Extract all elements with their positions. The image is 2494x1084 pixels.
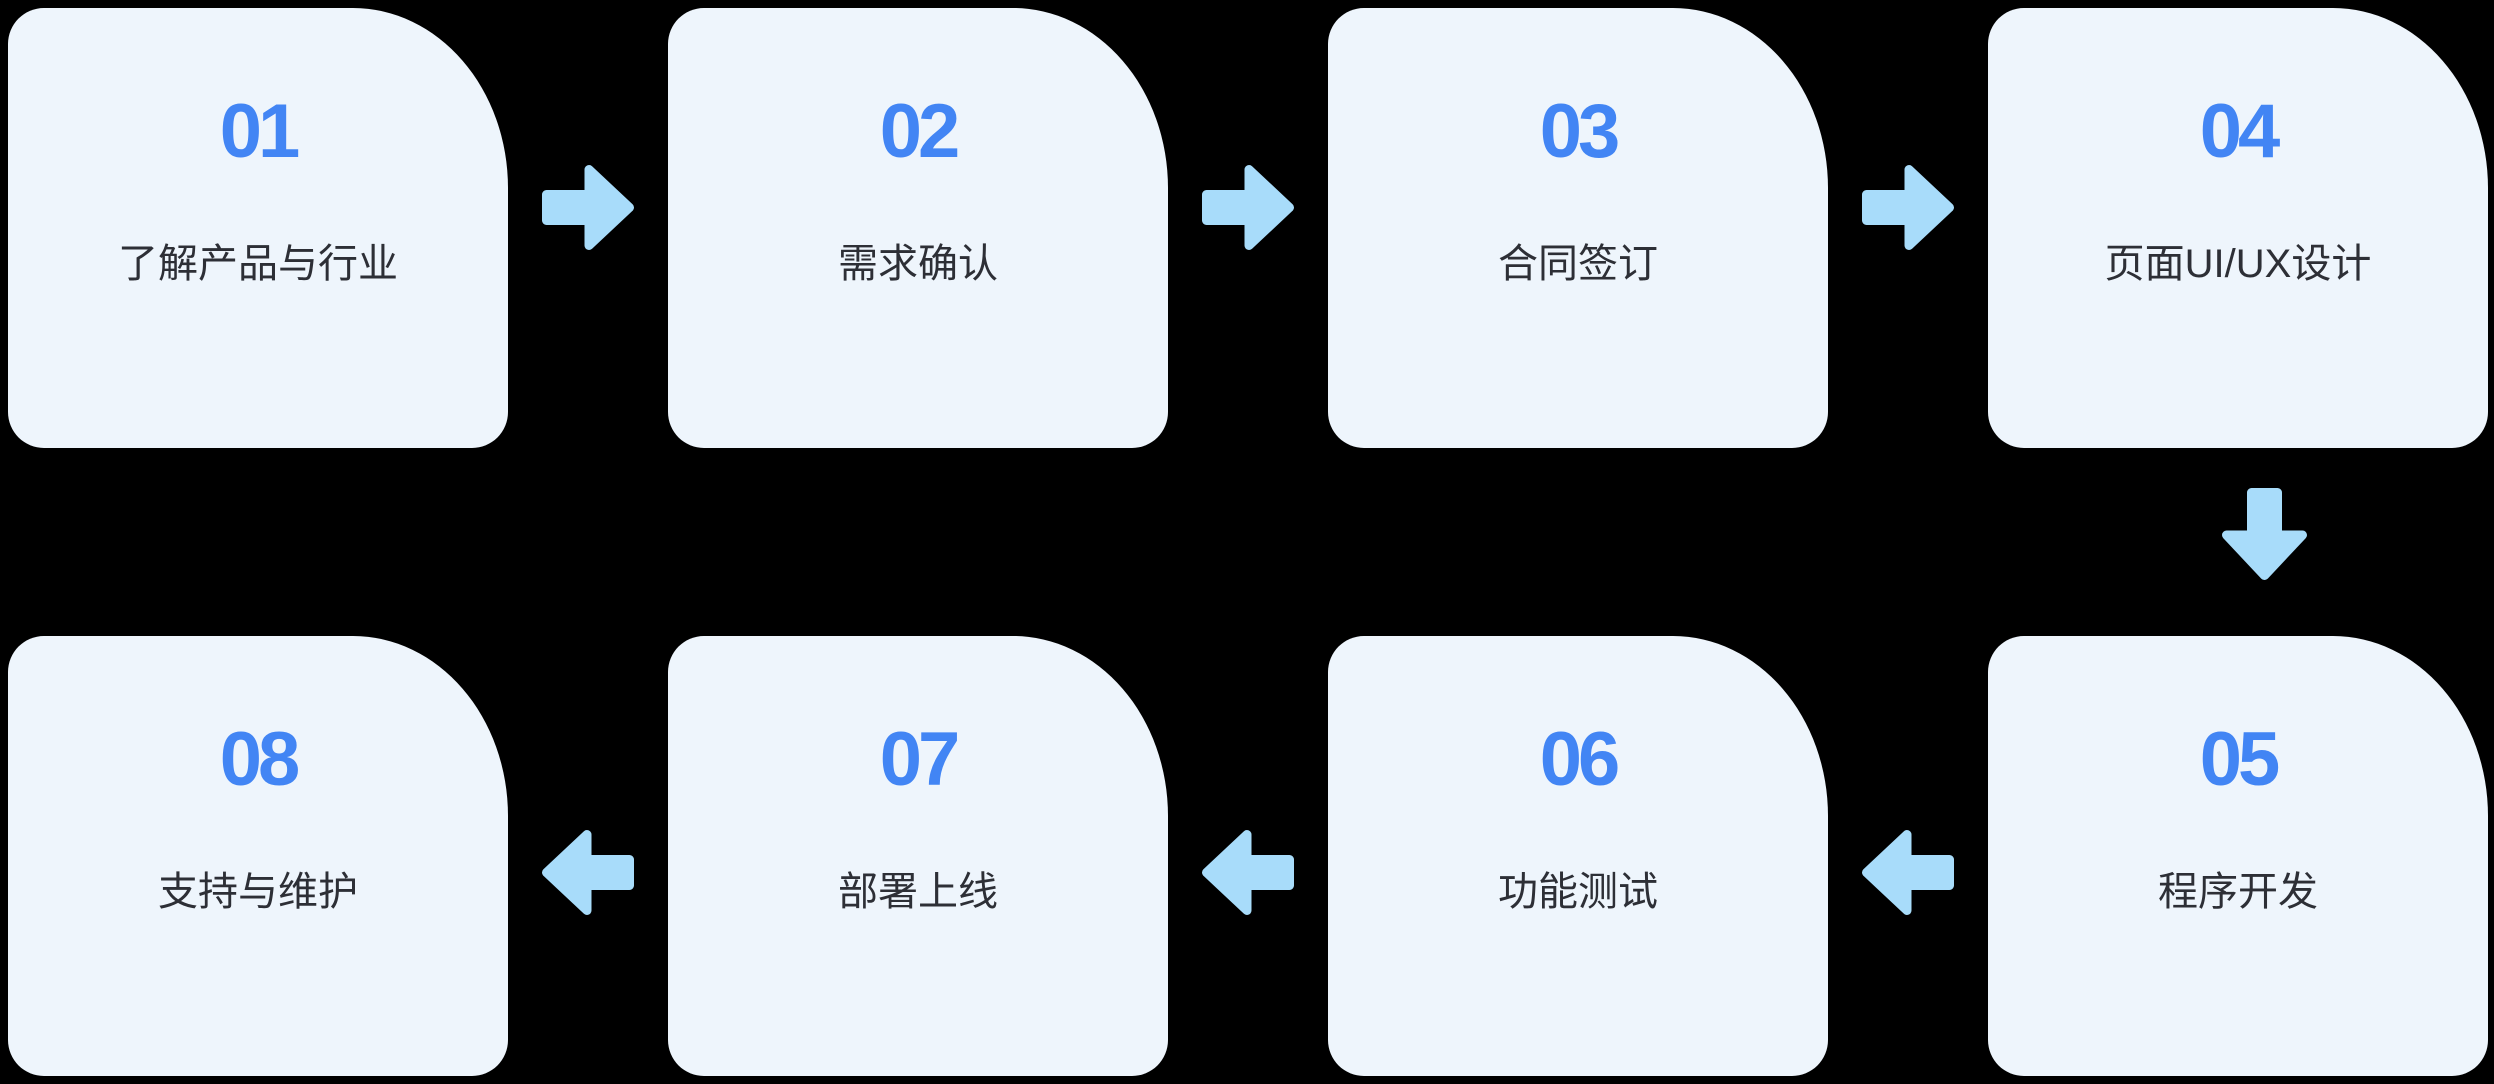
arrow-left-icon xyxy=(1862,830,1954,915)
step-label: 了解产品与行业 xyxy=(118,242,398,286)
step-number: 05 xyxy=(2199,717,2281,802)
step-number: 04 xyxy=(2199,89,2281,174)
step-label: 需求确认 xyxy=(838,242,998,286)
step-card-04: 04 页面UI/UX设计 xyxy=(1988,8,2488,448)
step-label: 程序开发 xyxy=(2158,870,2318,914)
step-card-02: 02 需求确认 xyxy=(668,8,1168,448)
step-number: 02 xyxy=(879,89,961,174)
step-number: 03 xyxy=(1539,89,1621,174)
step-label: 支持与维护 xyxy=(158,870,358,914)
step-number: 01 xyxy=(219,89,301,174)
step-card-06: 06 功能测试 xyxy=(1328,636,1828,1076)
step-label: 页面UI/UX设计 xyxy=(2104,242,2372,286)
arrow-left-icon xyxy=(542,830,634,915)
arrow-left-icon xyxy=(1202,830,1294,915)
step-label: 功能测试 xyxy=(1498,870,1658,914)
step-card-07: 07 部署上线 xyxy=(668,636,1168,1076)
arrow-right-icon xyxy=(1202,165,1294,250)
step-label: 部署上线 xyxy=(838,870,998,914)
step-card-03: 03 合同签订 xyxy=(1328,8,1828,448)
step-number: 08 xyxy=(219,717,301,802)
arrow-right-icon xyxy=(1862,165,1954,250)
step-card-05: 05 程序开发 xyxy=(1988,636,2488,1076)
step-card-01: 01 了解产品与行业 xyxy=(8,8,508,448)
step-number: 07 xyxy=(879,717,961,802)
arrow-right-icon xyxy=(542,165,634,250)
step-label: 合同签订 xyxy=(1498,242,1658,286)
step-number: 06 xyxy=(1539,717,1621,802)
arrow-down-icon xyxy=(2222,488,2307,580)
step-card-08: 08 支持与维护 xyxy=(8,636,508,1076)
